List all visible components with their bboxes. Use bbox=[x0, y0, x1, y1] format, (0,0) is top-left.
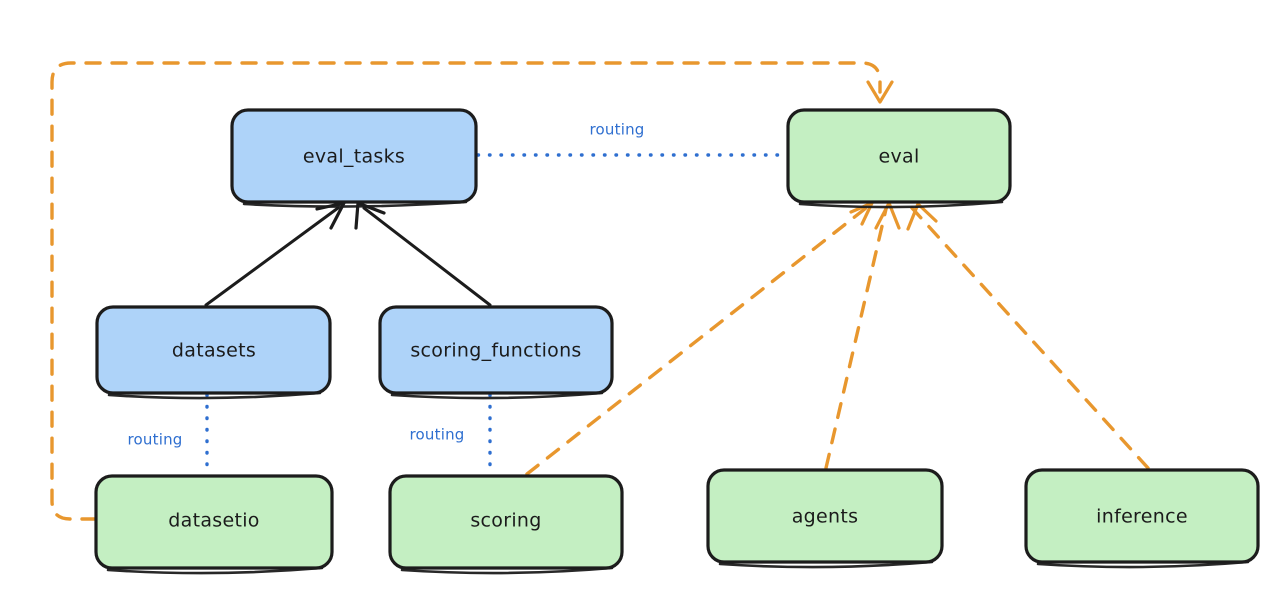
node-eval[interactable]: eval bbox=[786, 108, 1012, 209]
node-scoring_functions-label: scoring_functions bbox=[410, 340, 581, 362]
node-scoring_functions[interactable]: scoring_functions bbox=[378, 305, 614, 400]
node-datasets-label: datasets bbox=[172, 340, 256, 362]
node-agents-label: agents bbox=[792, 506, 859, 528]
node-eval-label: eval bbox=[878, 146, 919, 168]
node-eval-shape[interactable] bbox=[786, 108, 1012, 204]
node-eval_tasks-label: eval_tasks bbox=[303, 146, 405, 168]
node-datasetio-shape[interactable] bbox=[94, 474, 334, 570]
node-eval_tasks-shape[interactable] bbox=[230, 108, 478, 204]
edge-label-routing-eval: routing bbox=[590, 121, 645, 139]
node-datasets-shape[interactable] bbox=[95, 305, 332, 395]
node-scoring_functions-shape[interactable] bbox=[378, 305, 614, 395]
edge-label-routing-datasetio: routing bbox=[128, 431, 183, 449]
edge-datasets-to-eval_tasks bbox=[204, 201, 346, 307]
node-datasets[interactable]: datasets bbox=[95, 305, 332, 400]
edge-scoring_functions-to-scoring: routing bbox=[410, 393, 492, 476]
node-scoring-shape[interactable] bbox=[388, 474, 624, 570]
node-layer: eval_tasks eval datasets scoring_functio… bbox=[94, 108, 1260, 575]
edge-eval_tasks-to-eval: routing bbox=[476, 121, 788, 157]
edge-label-routing-scoring: routing bbox=[410, 426, 465, 444]
node-datasetio[interactable]: datasetio bbox=[94, 474, 334, 575]
node-agents-shape[interactable] bbox=[706, 468, 944, 564]
edge-inference-to-eval bbox=[906, 202, 1150, 470]
node-scoring[interactable]: scoring bbox=[388, 474, 624, 575]
node-scoring-label: scoring bbox=[470, 510, 541, 532]
node-agents[interactable]: agents bbox=[706, 468, 944, 569]
node-inference-label: inference bbox=[1096, 506, 1188, 528]
node-datasetio-label: datasetio bbox=[168, 510, 259, 532]
edge-layer: routing routing routing bbox=[50, 61, 1150, 521]
edge-datasetio-to-eval bbox=[50, 61, 894, 521]
edge-scoring_functions-to-eval_tasks bbox=[354, 201, 492, 307]
node-inference-shape[interactable] bbox=[1024, 468, 1260, 564]
node-inference[interactable]: inference bbox=[1024, 468, 1260, 569]
node-eval_tasks[interactable]: eval_tasks bbox=[230, 108, 478, 208]
edge-agents-to-eval bbox=[824, 201, 901, 470]
edge-datasets-to-datasetio: routing bbox=[128, 393, 209, 476]
